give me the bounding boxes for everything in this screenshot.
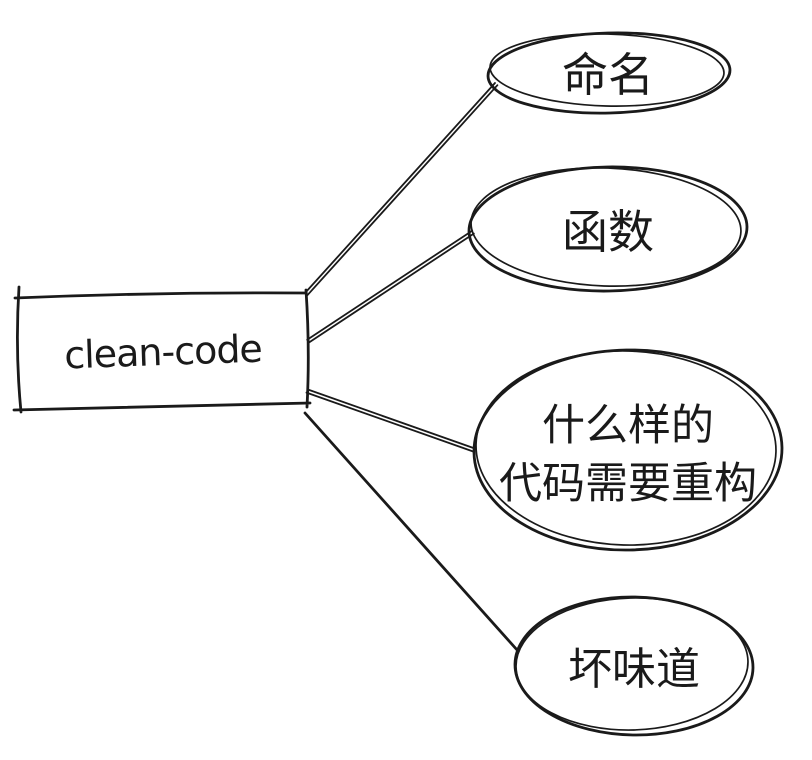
branch-node-refactor-candidates: 什么样的 代码需要重构 xyxy=(472,348,784,552)
refactor-label-line2: 代码需要重构 xyxy=(499,460,757,508)
functions-ellipse-overdraw xyxy=(470,166,742,288)
refactor-label-line1: 什么样的 xyxy=(542,402,714,450)
root-node-label: clean-code xyxy=(64,327,263,378)
refactor-ellipse xyxy=(472,348,784,552)
naming-ellipse xyxy=(486,31,732,115)
branch-node-functions: 函数 xyxy=(467,165,749,293)
root-node: clean-code xyxy=(12,285,312,414)
refactor-ellipse-overdraw xyxy=(475,350,777,546)
connector-refactor-candidates xyxy=(305,388,476,453)
branch-node-naming: 命名 xyxy=(486,31,732,115)
code-smells-ellipse-overdraw xyxy=(515,597,749,731)
functions-ellipse xyxy=(467,165,749,293)
connector-functions xyxy=(306,229,475,344)
connector-naming xyxy=(304,82,499,297)
connector-code-smells xyxy=(303,411,520,653)
root-node-box xyxy=(12,285,312,414)
code-smells-label: 坏味道 xyxy=(568,645,700,694)
branch-node-code-smells: 坏味道 xyxy=(513,595,755,737)
functions-label: 函数 xyxy=(562,206,654,258)
code-smells-ellipse xyxy=(513,595,755,737)
naming-ellipse-overdraw xyxy=(489,33,725,107)
naming-label: 命名 xyxy=(562,49,654,101)
